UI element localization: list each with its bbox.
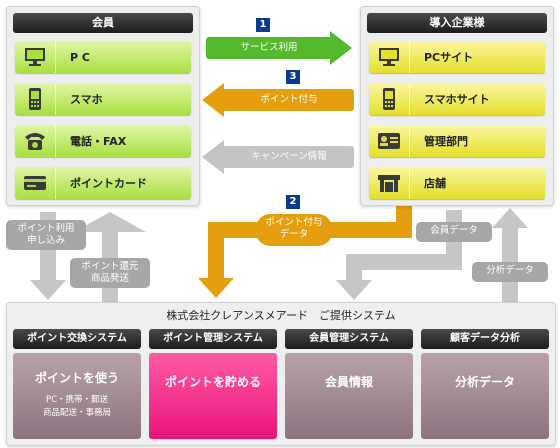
member-panel: 会員 P C スマホ 電話・FAX ポイントカード	[6, 6, 200, 206]
system-main-label: ポイントを貯める	[164, 375, 261, 389]
smartphone-icon	[15, 83, 56, 115]
point-grant-data-label: ポイント付与 データ	[256, 214, 332, 246]
company-item-label: スマホサイト	[424, 93, 490, 106]
company-item-management[interactable]: 管理部門	[369, 125, 545, 157]
id-badge-icon	[369, 125, 410, 157]
arrow-left-head	[202, 83, 224, 117]
system-sub-label: 商品配送・事務局	[42, 408, 111, 418]
step-number-1: 1	[256, 18, 270, 32]
arrow-left-head	[202, 140, 224, 174]
system-main-label: 分析データ	[454, 375, 515, 389]
company-item-smartphone-site[interactable]: スマホサイト	[369, 83, 545, 115]
store-icon	[369, 167, 410, 199]
system-body: 会員情報	[285, 353, 413, 439]
telephone-icon	[15, 125, 56, 157]
system-panel: 株式会社クレアンスメアード ご提供システム ポイント交換システム ポイントを使う…	[6, 302, 556, 446]
member-panel-title: 会員	[13, 13, 193, 33]
point-grant-label: ポイント付与	[224, 89, 354, 111]
system-point-exchange[interactable]: ポイント交換システム ポイントを使う PC・携帯・郵送 商品配送・事務局	[13, 329, 141, 439]
card-icon	[15, 167, 56, 199]
system-member-management[interactable]: 会員管理システム 会員情報	[285, 329, 413, 439]
company-item-label: PCサイト	[424, 51, 474, 64]
smartphone-icon	[369, 83, 410, 115]
system-header: 顧客データ分析	[421, 329, 549, 349]
analysis-data-label: 分析データ	[472, 262, 548, 282]
member-item-label: スマホ	[70, 93, 103, 106]
system-panel-title: 株式会社クレアンスメアード ご提供システム	[166, 309, 396, 322]
system-point-management[interactable]: ポイント管理システム ポイントを貯める	[149, 329, 277, 439]
analysis-data-up-arrow	[492, 208, 528, 302]
system-sub-label: PC・携帯・郵送	[45, 395, 109, 405]
member-item-label: P C	[70, 50, 90, 64]
campaign-info-arrow: キャンペーン情報	[202, 140, 354, 174]
member-item-phone-fax[interactable]: 電話・FAX	[15, 125, 191, 157]
system-header: 会員管理システム	[285, 329, 413, 349]
point-use-apply-label: ポイント利用 申し込み	[6, 220, 86, 250]
point-grant-data-line2: データ	[279, 229, 309, 240]
member-item-label: ポイントカード	[70, 177, 147, 190]
point-return-label: ポイント還元 商品発送	[70, 258, 150, 288]
campaign-info-label: キャンペーン情報	[224, 146, 354, 168]
company-item-label: 管理部門	[424, 135, 468, 148]
member-item-smartphone[interactable]: スマホ	[15, 83, 191, 115]
point-grant-arrow: ポイント付与	[202, 83, 354, 117]
system-main-label: ポイントを使う	[34, 371, 119, 385]
member-data-label: 会員データ	[416, 222, 492, 242]
system-body: 分析データ	[421, 353, 549, 439]
company-panel-title: 導入企業様	[367, 13, 547, 33]
system-body: ポイントを貯める	[149, 353, 277, 439]
arrow-right-head	[330, 31, 352, 65]
point-use-apply-line2: 申し込み	[26, 235, 65, 246]
system-main-label: 会員情報	[324, 375, 373, 389]
point-grant-data-line1: ポイント付与	[265, 217, 323, 228]
company-item-pc-site[interactable]: PCサイト	[369, 41, 545, 73]
monitor-icon	[369, 41, 410, 73]
step-number-3: 3	[286, 70, 300, 84]
service-use-label: サービス利用	[206, 37, 332, 59]
monitor-icon	[15, 41, 56, 73]
point-use-apply-line1: ポイント利用	[17, 223, 75, 234]
service-use-arrow: サービス利用	[206, 31, 356, 65]
point-return-line2: 商品発送	[90, 273, 129, 284]
step-number-2: 2	[286, 195, 300, 209]
member-item-label: 電話・FAX	[70, 135, 127, 148]
member-item-pc[interactable]: P C	[15, 41, 191, 73]
point-return-line1: ポイント還元	[81, 261, 139, 272]
member-item-point-card[interactable]: ポイントカード	[15, 167, 191, 199]
company-item-store[interactable]: 店舗	[369, 167, 545, 199]
company-item-label: 店舗	[424, 177, 446, 190]
system-body: ポイントを使う PC・携帯・郵送 商品配送・事務局	[13, 353, 141, 439]
system-header: ポイント管理システム	[149, 329, 277, 349]
system-customer-analysis[interactable]: 顧客データ分析 分析データ	[421, 329, 549, 439]
system-header: ポイント交換システム	[13, 329, 141, 349]
company-panel: 導入企業様 PCサイト スマホサイト 管理部門 店舗	[360, 6, 554, 206]
